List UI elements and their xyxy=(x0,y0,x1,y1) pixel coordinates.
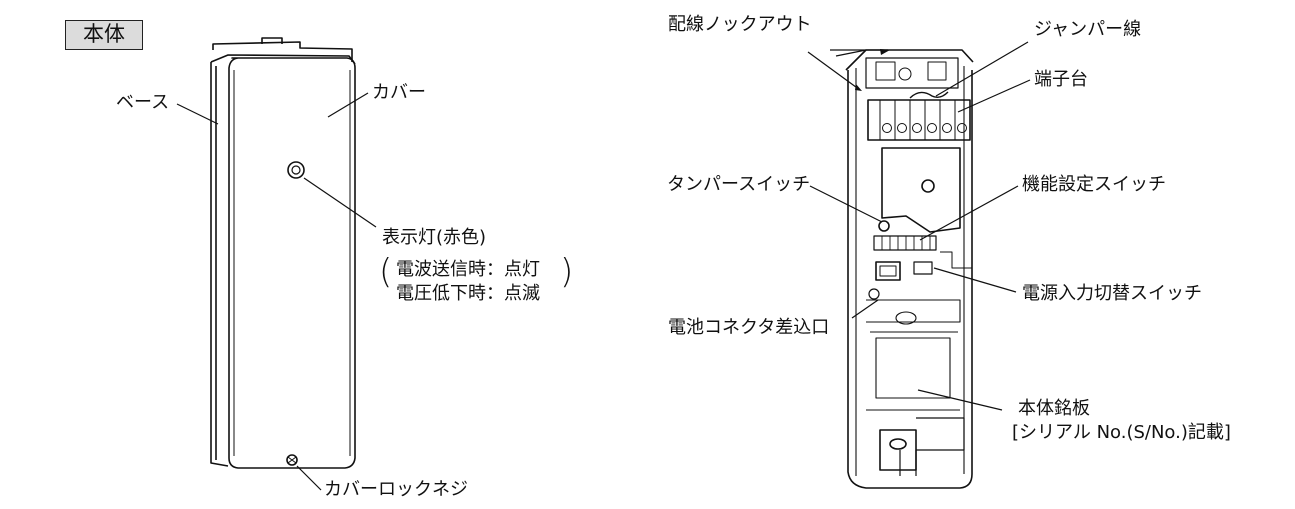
indicator-note-close-paren: ) xyxy=(560,252,574,292)
indicator-note-open-paren: ( xyxy=(379,252,393,292)
function-switch xyxy=(873,235,937,251)
terminal-block xyxy=(867,99,971,141)
label-nameplate-note: [シリアル No.(S/No.)記載] xyxy=(1012,422,1231,443)
power-input-switch xyxy=(913,261,933,275)
label-nameplate: 本体銘板 xyxy=(1018,398,1090,419)
battery-connector xyxy=(875,261,901,281)
cover-lock-screw xyxy=(286,454,298,466)
right-device-illustration xyxy=(807,41,1031,489)
label-battery-connector: 電池コネクタ差込口 xyxy=(668,317,830,338)
label-terminal-block: 端子台 xyxy=(1034,69,1088,90)
label-wiring-knockout: 配線ノックアウト xyxy=(668,14,812,35)
label-cover-lock-screw: カバーロックネジ xyxy=(324,479,468,500)
jumper-wire xyxy=(909,91,949,99)
indicator-led xyxy=(287,161,305,179)
label-base: ベース xyxy=(116,92,170,113)
label-jumper-wire: ジャンパー線 xyxy=(1034,19,1142,40)
label-cover: カバー xyxy=(372,82,426,103)
label-indicator: 表示灯(赤色) xyxy=(382,227,487,248)
label-power-input-switch: 電源入力切替スイッチ xyxy=(1022,283,1202,304)
label-indicator-note-2: 電圧低下時：点滅 xyxy=(396,283,540,304)
label-indicator-note-1: 電波送信時：点灯 xyxy=(396,259,540,280)
label-function-switch: 機能設定スイッチ xyxy=(1022,174,1166,195)
tamper-switch xyxy=(878,220,890,232)
label-tamper-switch: タンパースイッチ xyxy=(667,174,811,195)
left-device-illustration xyxy=(176,37,377,491)
nameplate xyxy=(875,337,951,399)
page-title: 本体 xyxy=(65,20,143,50)
